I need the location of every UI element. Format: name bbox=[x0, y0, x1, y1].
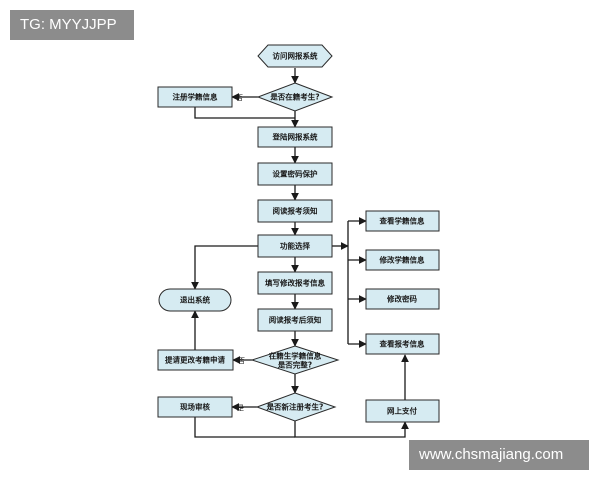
node-login: 登陆网报系统 bbox=[257, 126, 333, 148]
node-view-exam-label: 查看报考信息 bbox=[380, 339, 425, 349]
node-pay-online-label: 网上支付 bbox=[387, 406, 417, 416]
node-read-notice-label: 阅读报考须知 bbox=[273, 206, 318, 216]
node-info-complete: 在籍生学籍信息 是否完整? bbox=[250, 345, 340, 375]
edge-register-to-login bbox=[194, 107, 295, 119]
node-is-new: 是否新注册考生? bbox=[255, 392, 337, 422]
node-read-notice: 阅读报考须知 bbox=[257, 199, 333, 223]
watermark-top-left: TG: MYYJJPP bbox=[10, 10, 134, 40]
node-site-review-label: 现场审核 bbox=[180, 402, 210, 412]
node-register-info-label: 注册学籍信息 bbox=[173, 92, 218, 102]
node-visit-label: 访问网报系统 bbox=[273, 51, 318, 61]
node-pay-online: 网上支付 bbox=[365, 399, 440, 423]
node-view-exam: 查看报考信息 bbox=[365, 333, 440, 355]
node-fill-modify: 填写修改报考信息 bbox=[257, 271, 333, 295]
node-info-complete-line2: 是否完整? bbox=[277, 360, 312, 370]
node-modify-password: 修改密码 bbox=[365, 288, 440, 310]
node-register-info: 注册学籍信息 bbox=[157, 86, 233, 108]
edge-site-review-to-pay bbox=[194, 417, 295, 438]
edge-function-to-exit bbox=[191, 245, 258, 290]
node-function-select-label: 功能选择 bbox=[280, 241, 310, 251]
node-fill-modify-label: 填写修改报考信息 bbox=[265, 278, 325, 288]
node-view-student: 查看学籍信息 bbox=[365, 210, 440, 232]
node-site-review: 现场审核 bbox=[157, 396, 233, 418]
node-set-password: 设置密码保护 bbox=[257, 162, 333, 186]
node-modify-student-label: 修改学籍信息 bbox=[379, 255, 425, 265]
node-exit: 退出系统 bbox=[158, 288, 232, 312]
edge-labels: 否 否 是 bbox=[236, 94, 245, 412]
edge-label-no-2: 否 bbox=[238, 357, 245, 365]
node-is-enrolled-label: 是否在籍考生? bbox=[269, 92, 319, 102]
node-apply-change: 提请更改考籍申请 bbox=[157, 349, 234, 371]
edge-label-yes: 是 bbox=[237, 404, 244, 412]
edge-is-new-to-pay bbox=[294, 421, 409, 438]
node-modify-password-label: 修改密码 bbox=[386, 294, 417, 304]
node-apply-change-label: 提请更改考籍申请 bbox=[165, 355, 225, 365]
watermark-bottom-right: www.chsmajiang.com bbox=[409, 440, 589, 470]
edge-label-no-1: 否 bbox=[236, 94, 243, 102]
node-view-student-label: 查看学籍信息 bbox=[380, 216, 425, 226]
node-read-after: 阅读报考后须知 bbox=[257, 308, 333, 332]
node-login-label: 登陆网报系统 bbox=[272, 132, 318, 142]
node-info-complete-line1: 在籍生学籍信息 bbox=[269, 351, 322, 361]
node-set-password-label: 设置密码保护 bbox=[273, 169, 318, 179]
node-modify-student: 修改学籍信息 bbox=[365, 249, 440, 271]
node-function-select: 功能选择 bbox=[257, 234, 333, 258]
node-is-new-label: 是否新注册考生? bbox=[266, 402, 324, 412]
node-visit: 访问网报系统 bbox=[257, 44, 333, 68]
node-read-after-label: 阅读报考后须知 bbox=[269, 315, 322, 325]
edges bbox=[191, 68, 409, 438]
node-exit-label: 退出系统 bbox=[180, 295, 210, 305]
node-is-enrolled: 是否在籍考生? bbox=[256, 82, 334, 112]
